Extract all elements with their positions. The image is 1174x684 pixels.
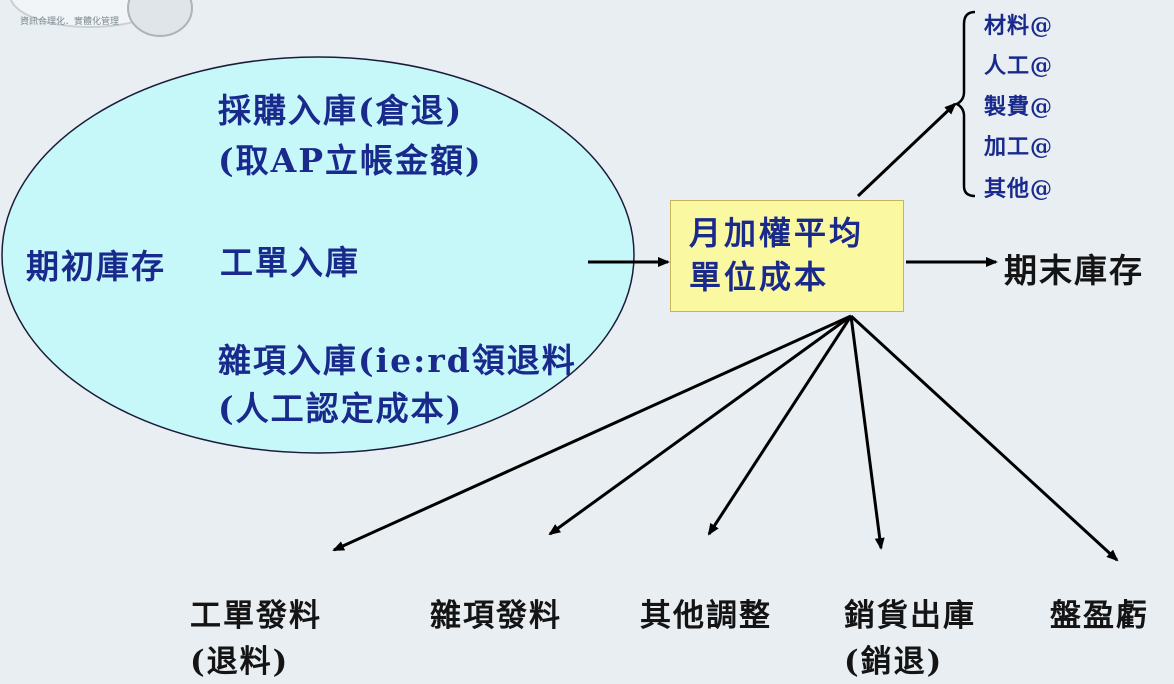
arrow-to-output-1 [332, 314, 852, 552]
ap-amount: (取AP立帳金額) [218, 141, 483, 180]
cost-item-other: 其他@ [984, 176, 1054, 202]
output-misc-issue: 雜項發料 [430, 598, 562, 634]
output-sales-return: (銷退) [844, 644, 944, 680]
arrow-to-output-3 [707, 315, 853, 536]
output-sales-shipment: 銷貨出庫 [844, 598, 976, 634]
arrow-to-output-2 [548, 314, 852, 536]
cost-items-bracket [954, 10, 976, 198]
purchase-receipt: 採購入庫(倉退) [218, 91, 464, 130]
cost-item-processing: 加工@ [984, 134, 1054, 160]
cost-item-overhead: 製費@ [984, 94, 1054, 120]
manual-cost: (人工認定成本) [218, 389, 464, 428]
arrow-to-cost-items [856, 102, 957, 198]
output-work-order-issue: 工單發料 [190, 598, 322, 634]
arrow-to-output-5 [849, 314, 1119, 562]
box-line-1: 月加權平均 [689, 214, 865, 252]
beginning-inventory: 期初庫存 [26, 247, 166, 286]
input-ellipse [1, 56, 635, 454]
mouse-icon [127, 0, 193, 37]
cost-item-material: 材料@ [984, 13, 1054, 39]
cost-item-labor: 人工@ [984, 53, 1054, 79]
output-other-adjust: 其他調整 [640, 598, 772, 634]
weighted-average-cost-box: 月加權平均 單位成本 [670, 200, 904, 312]
ending-inventory: 期末庫存 [1004, 251, 1144, 290]
logo-tagline: 資訊合理化．實體化管理 [20, 15, 119, 27]
company-logo: 資訊合理化．實體化管理 [9, 0, 193, 37]
misc-receipt: 雜項入庫(ie:rd領退料 [218, 341, 577, 380]
work-order-receipt: 工單入庫 [220, 243, 360, 282]
output-inventory-gain-loss: 盤盈虧 [1050, 598, 1149, 634]
box-line-2: 單位成本 [689, 258, 830, 296]
arrow-to-output-4 [849, 315, 885, 550]
output-work-order-return: (退料) [190, 644, 290, 680]
